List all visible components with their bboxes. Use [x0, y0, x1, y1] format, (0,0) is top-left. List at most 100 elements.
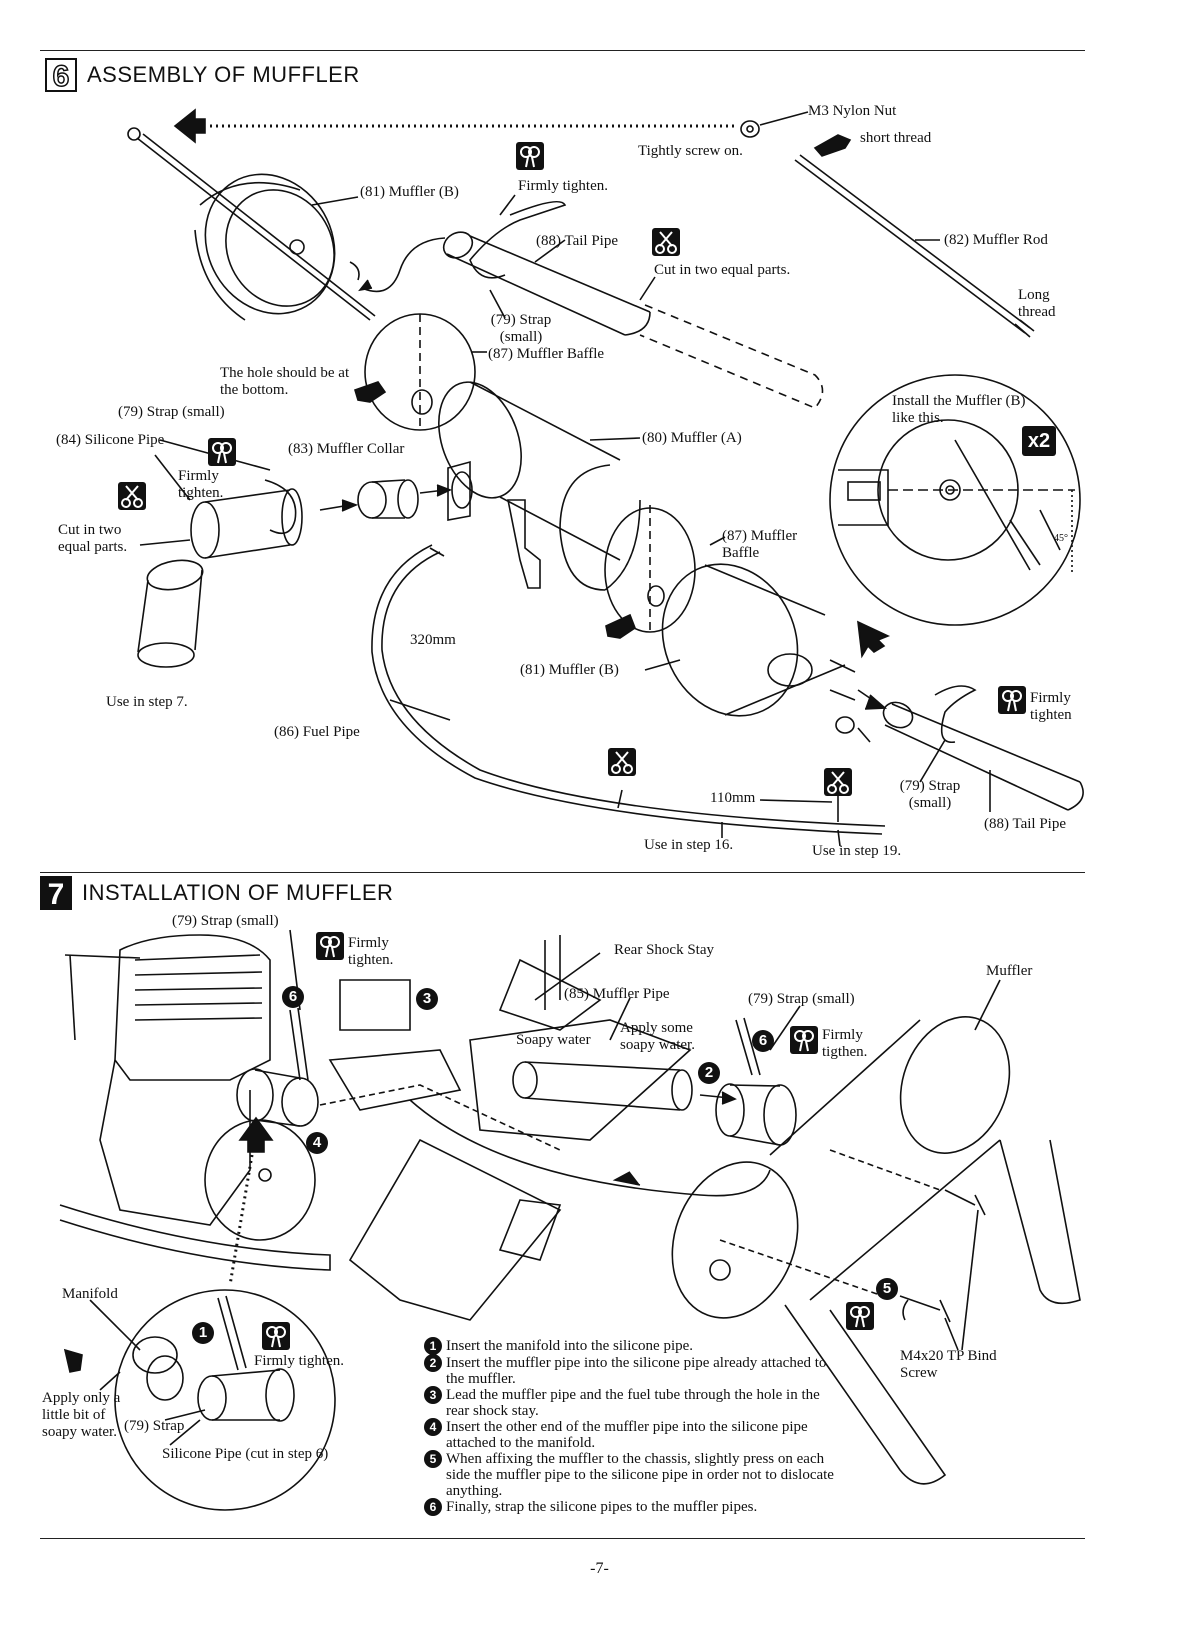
inset-circle — [829, 374, 1081, 626]
label-angle: 45° — [1054, 533, 1068, 544]
step-badge-6b: 6 — [752, 1030, 774, 1052]
step7-header: 7 INSTALLATION OF MUFFLER — [40, 876, 394, 911]
step-badge-3: 3 — [416, 988, 438, 1010]
label-silicone-pipe: (84) Silicone Pipe — [56, 432, 165, 448]
pliers-icon — [208, 438, 236, 466]
label-silicone-pipe-inset: Silicone Pipe (cut in step 6) — [162, 1446, 329, 1462]
step7-title: INSTALLATION OF MUFFLER — [82, 880, 394, 905]
step6-title: ASSEMBLY OF MUFFLER — [87, 62, 360, 87]
chassis — [328, 935, 692, 1321]
label-firmly-tighten-right: Firmly tighten — [1030, 690, 1072, 723]
muffler-baffle-mid — [604, 505, 696, 635]
muffler-b-bottom — [661, 563, 856, 717]
step-badge-5: 5 — [876, 1278, 898, 1300]
label-cut-two-equal-top: Cut in two equal parts. — [654, 262, 791, 278]
arrow-icon — [238, 1116, 274, 1153]
step-badge-4: 4 — [306, 1132, 328, 1154]
tail-pipe-top — [442, 231, 651, 336]
label-apply-only: Apply only a little bit of soapy water. — [42, 1390, 121, 1440]
label-muffler-b-top: (81) Muffler (B) — [360, 184, 459, 200]
step-badge-2: 2 — [698, 1062, 720, 1084]
label-strap-small-s7: (79) Strap (small) — [172, 913, 279, 929]
fuel-pipe — [371, 544, 886, 835]
label-use-step7: Use in step 7. — [106, 694, 188, 710]
step6-number: 6 — [45, 58, 77, 94]
label-m3-nylon-nut: M3 Nylon Nut — [808, 103, 897, 119]
label-muffler-a: (80) Muffler (A) — [642, 430, 742, 446]
inset-circle-manifold — [114, 1289, 336, 1511]
screw-icons — [899, 1189, 986, 1323]
label-tightly-screw: Tightly screw on. — [638, 143, 743, 159]
label-muffler-b-mid: (81) Muffler (B) — [520, 662, 619, 678]
scissors-icon — [824, 768, 852, 796]
nylon-nut — [740, 120, 760, 138]
muffler-b-top — [194, 173, 360, 321]
scissors-icon — [608, 748, 636, 776]
pointing-hand-icon — [813, 134, 852, 157]
label-install-muffler-b: Install the Muffler (B) like this. — [892, 393, 1026, 426]
muffler-pipe — [512, 1061, 693, 1111]
label-short-thread: short thread — [860, 130, 932, 146]
pliers-icon — [316, 932, 344, 960]
label-firmly-tighten-left: Firmly tighten. — [178, 468, 224, 501]
label-strap-small-left: (79) Strap (small) — [118, 404, 225, 420]
manifold-joint — [236, 1068, 319, 1127]
silicone-right — [715, 1083, 797, 1146]
muffler-collar — [357, 479, 419, 519]
label-muffler-baffle-mid: (87) Muffler Baffle — [722, 528, 798, 561]
pliers-icon — [790, 1026, 818, 1054]
label-muffler-baffle-top: (87) Muffler Baffle — [488, 346, 605, 362]
label-strap-inset: (79) Strap — [124, 1418, 185, 1434]
page-number: -7- — [590, 1560, 609, 1577]
label-soapy-water: Soapy water — [516, 1032, 591, 1048]
label-fuel-pipe: (86) Fuel Pipe — [274, 724, 360, 740]
muffler-a — [438, 381, 641, 591]
label-len-320: 320mm — [410, 632, 456, 648]
label-muffler: Muffler — [986, 963, 1033, 979]
muffler-flange — [447, 460, 541, 589]
bottom-rule — [40, 1538, 1085, 1539]
label-apply-soapy: Apply some soapy water. — [620, 1020, 695, 1053]
pliers-icon — [262, 1322, 290, 1350]
label-len-110: 110mm — [710, 790, 756, 806]
step-badge-6: 6 — [282, 986, 304, 1008]
section-divider — [40, 872, 1085, 873]
step6-header: 6 ASSEMBLY OF MUFFLER — [45, 58, 360, 94]
engine — [59, 934, 331, 1271]
silicone-pipe-cut — [137, 559, 204, 668]
pointing-hand-icon — [354, 381, 387, 403]
label-long-thread: Long thread — [1018, 287, 1056, 320]
label-muffler-collar: (83) Muffler Collar — [288, 441, 405, 457]
arrow-icon — [857, 620, 891, 659]
label-hole-bottom: The hole should be at the bottom. — [220, 365, 350, 398]
scissors-icon — [652, 228, 680, 256]
tail-pipe-right — [882, 701, 1084, 811]
muffler-big — [671, 1016, 1011, 1319]
label-firmly-tighten-s7: Firmly tighten. — [348, 935, 394, 968]
label-firmly-tigthen-s7: Firmly tigthen. — [822, 1027, 868, 1060]
muffler-rod — [794, 154, 1035, 338]
label-strap-small-right: (79) Strap (small) — [899, 778, 961, 811]
pointing-hand-icon — [605, 613, 636, 639]
silicone-pipe — [190, 479, 303, 559]
label-rear-shock-stay: Rear Shock Stay — [614, 942, 714, 958]
label-manifold: Manifold — [62, 1286, 118, 1302]
label-muffler-pipe: (85) Muffler Pipe — [564, 986, 670, 1002]
label-screw: M4x20 TP Bind Screw — [900, 1348, 997, 1381]
pliers-icon — [998, 686, 1026, 714]
label-firmly-tighten-top: Firmly tighten. — [518, 178, 608, 194]
label-tail-pipe-top: (88) Tail Pipe — [536, 233, 618, 249]
step7-number: 7 — [40, 876, 72, 911]
left-rod — [127, 127, 376, 321]
label-use-step19: Use in step 19. — [812, 843, 902, 859]
muffler-baffle-top — [364, 313, 476, 431]
pointing-hand-icon — [63, 1348, 83, 1373]
